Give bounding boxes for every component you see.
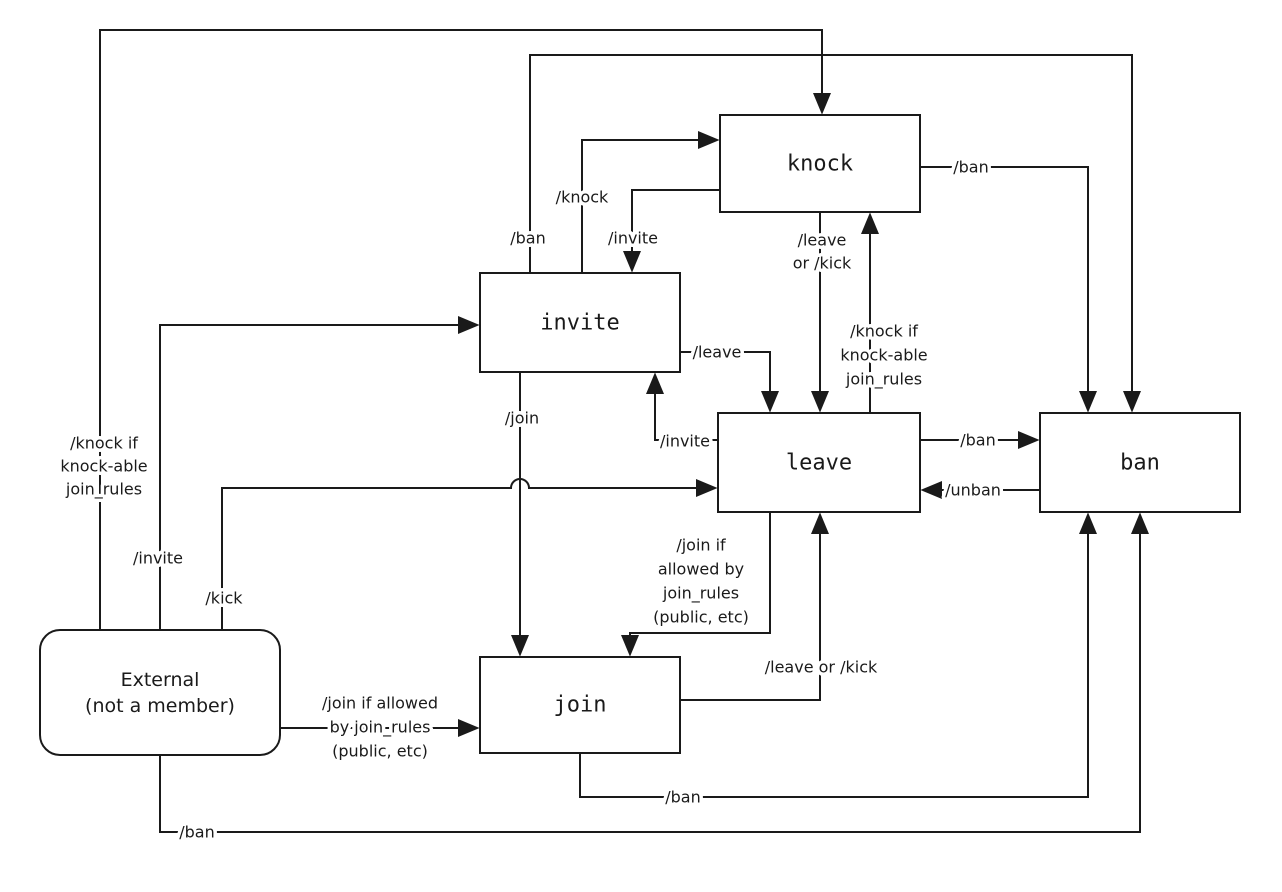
edge-leave-to-join-label: join_rules [662, 584, 739, 604]
edge-external-to-knock: /knock if knock-able join_rules [57, 29, 831, 630]
edge-invite-to-knock: /knock [552, 131, 720, 273]
node-leave: leave [717, 412, 921, 513]
node-ban: ban [1039, 412, 1241, 513]
edge-knock-to-invite-label: /invite [608, 229, 658, 248]
edge-join-to-leave-label: /leave or /kick [765, 658, 878, 677]
edge-join-to-leave: /leave or /kick [680, 512, 881, 701]
edge-ban-to-leave-label: /unban [945, 481, 1001, 500]
edge-external-to-knock-label: /knock if [70, 434, 138, 453]
edge-leave-to-knock-label: join_rules [845, 370, 922, 390]
node-knock-label: knock [787, 152, 853, 177]
edge-leave-to-join-line [621, 512, 771, 657]
edge-external-to-ban-line [159, 512, 1149, 833]
node-join-label: join [554, 693, 607, 718]
edge-external-to-leave-label: /kick [205, 589, 243, 608]
node-join: join [479, 656, 681, 754]
edge-invite-to-join: /join [501, 372, 543, 657]
edge-external-to-leave: /kick [202, 478, 718, 630]
edge-invite-to-leave-line [680, 351, 779, 413]
node-knock-box [719, 114, 921, 213]
node-ban-box [1039, 412, 1241, 513]
edge-invite-to-join-label: /join [505, 409, 539, 428]
edge-join-to-ban-line [579, 512, 1097, 798]
edge-invite-to-leave-label: /leave [693, 343, 742, 362]
edge-external-to-ban-label: /ban [179, 823, 215, 842]
node-invite: invite [479, 272, 681, 373]
edge-invite-to-ban: /ban [507, 54, 1141, 413]
edge-external-to-leave-line [221, 478, 718, 630]
edge-leave-to-ban-label: /ban [960, 431, 996, 450]
edge-leave-to-join-label: /join if [676, 536, 726, 555]
edge-leave-to-invite: /invite [646, 372, 718, 454]
edge-leave-to-knock-label: knock-able [840, 346, 927, 365]
edge-knock-to-leave: /leave or /kick [789, 212, 856, 413]
edge-knock-to-leave-label: or /kick [793, 254, 852, 273]
edge-external-to-ban: /ban [159, 512, 1149, 845]
node-external-label: External [121, 669, 200, 691]
edge-join-to-ban: /ban [579, 512, 1097, 810]
node-leave-label: leave [786, 451, 852, 476]
edge-external-to-join-label: by join_rules [330, 718, 431, 738]
edge-external-to-invite-line [159, 316, 480, 630]
edge-ban-to-leave: /unban [920, 477, 1040, 503]
node-invite-label: invite [540, 311, 619, 336]
edge-external-to-knock-label: knock-able [60, 457, 147, 476]
edge-external-to-knock-line [99, 29, 831, 630]
edge-external-to-knock-label: join_rules [65, 480, 142, 500]
edge-external-to-invite-label: /invite [133, 549, 183, 568]
node-leave-box [717, 412, 921, 513]
edge-leave-to-join-label: allowed by [658, 560, 744, 579]
edge-leave-to-knock-label: /knock if [850, 322, 918, 341]
edge-external-to-join-label: (public, etc) [332, 742, 428, 761]
edge-external-to-join-label: /join if allowed [322, 694, 438, 713]
edge-invite-to-ban-line [529, 54, 1141, 413]
node-join-box [479, 656, 681, 754]
edge-join-to-ban-label: /ban [665, 788, 701, 807]
edge-join-to-leave-line [680, 512, 829, 701]
edge-knock-to-ban-label: /ban [953, 158, 989, 177]
node-external: External (not a member) [39, 629, 281, 756]
node-invite-box [479, 272, 681, 373]
edge-knock-to-leave-label: /leave [798, 231, 847, 250]
edge-knock-to-ban-line [920, 166, 1097, 413]
edge-invite-to-ban-label: /ban [510, 229, 546, 248]
edge-invite-to-knock-line [581, 131, 720, 273]
node-external-label: (not a member) [85, 695, 235, 717]
edge-external-to-join: /join if allowed by join_rules (public, … [280, 690, 480, 764]
node-knock: knock [719, 114, 921, 213]
edge-leave-to-invite-line [646, 372, 718, 441]
edge-knock-to-invite-line [623, 189, 720, 273]
edge-invite-to-leave: /leave [680, 339, 779, 413]
edge-invite-to-knock-label: /knock [556, 188, 609, 207]
edge-leave-to-invite-label: /invite [660, 432, 710, 451]
edge-knock-to-invite: /invite [604, 189, 720, 273]
edge-external-to-invite: /invite [129, 316, 480, 630]
edge-knock-to-ban: /ban [920, 154, 1097, 413]
node-external-box [39, 629, 281, 756]
edge-leave-to-join-label: (public, etc) [653, 608, 749, 627]
edge-leave-to-ban: /ban [920, 427, 1040, 453]
node-ban-label: ban [1120, 451, 1160, 476]
edge-leave-to-join: /join if allowed by join_rules (public, … [621, 512, 771, 657]
